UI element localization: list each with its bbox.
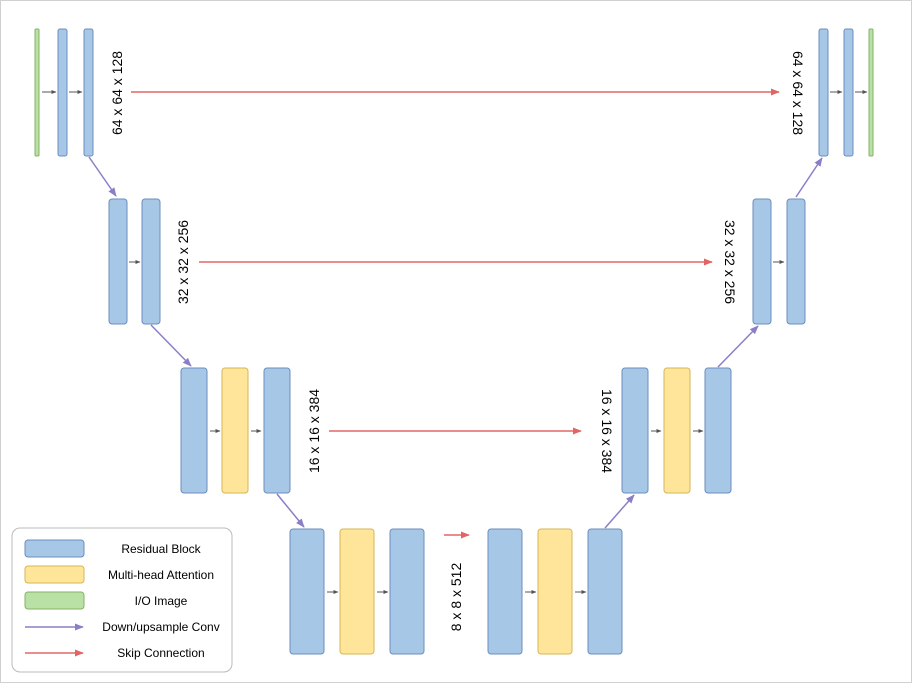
residual-block	[141, 198, 161, 325]
io-image-input	[34, 28, 40, 157]
downsample-conv-arrow	[276, 493, 305, 528]
residual-block	[621, 367, 649, 494]
dim-label-bottleneck: 8 x 8 x 512	[448, 563, 464, 632]
dim-label-enc2: 32 x 32 x 256	[175, 220, 191, 304]
legend-io-swatch	[24, 591, 85, 610]
legend-residual-swatch	[24, 539, 85, 558]
legend-skip-label: Skip Connection	[117, 646, 204, 660]
residual-block	[263, 367, 291, 494]
residual-block	[108, 198, 128, 325]
attention-block	[339, 528, 375, 655]
dim-label-dec3: 16 x 16 x 384	[599, 389, 615, 473]
residual-block	[818, 28, 829, 157]
residual-block	[704, 367, 732, 494]
legend-box	[11, 527, 233, 673]
legend: Residual Block Multi-head Attention I/O …	[11, 527, 233, 673]
attention-block	[537, 528, 573, 655]
residual-block	[487, 528, 523, 655]
downsample-conv-arrow	[88, 156, 117, 197]
residual-block	[180, 367, 208, 494]
attention-block	[221, 367, 249, 494]
attention-block	[663, 367, 691, 494]
dim-label-enc1: 64 x 64 x 128	[109, 51, 125, 135]
legend-attention-swatch	[24, 565, 85, 584]
residual-block	[587, 528, 623, 655]
legend-attention-label: Multi-head Attention	[108, 568, 214, 582]
legend-residual-label: Residual Block	[121, 542, 201, 556]
upsample-conv-arrow	[717, 325, 759, 368]
residual-block	[786, 198, 806, 325]
upsample-conv-arrow	[604, 494, 635, 529]
legend-conv-label: Down/upsample Conv	[102, 620, 219, 634]
legend-io-label: I/O Image	[135, 594, 188, 608]
residual-block	[289, 528, 325, 655]
upsample-conv-arrow	[795, 157, 823, 198]
dim-label-dec1: 64 x 64 x 128	[790, 51, 806, 135]
residual-block	[752, 198, 772, 325]
dim-label-enc3: 16 x 16 x 384	[306, 389, 322, 473]
residual-block	[389, 528, 425, 655]
io-image-output	[868, 28, 874, 157]
residual-block	[83, 28, 94, 157]
downsample-conv-arrow	[150, 324, 192, 367]
residual-block	[843, 28, 854, 157]
dim-label-dec2: 32 x 32 x 256	[722, 220, 738, 304]
residual-block	[57, 28, 68, 157]
